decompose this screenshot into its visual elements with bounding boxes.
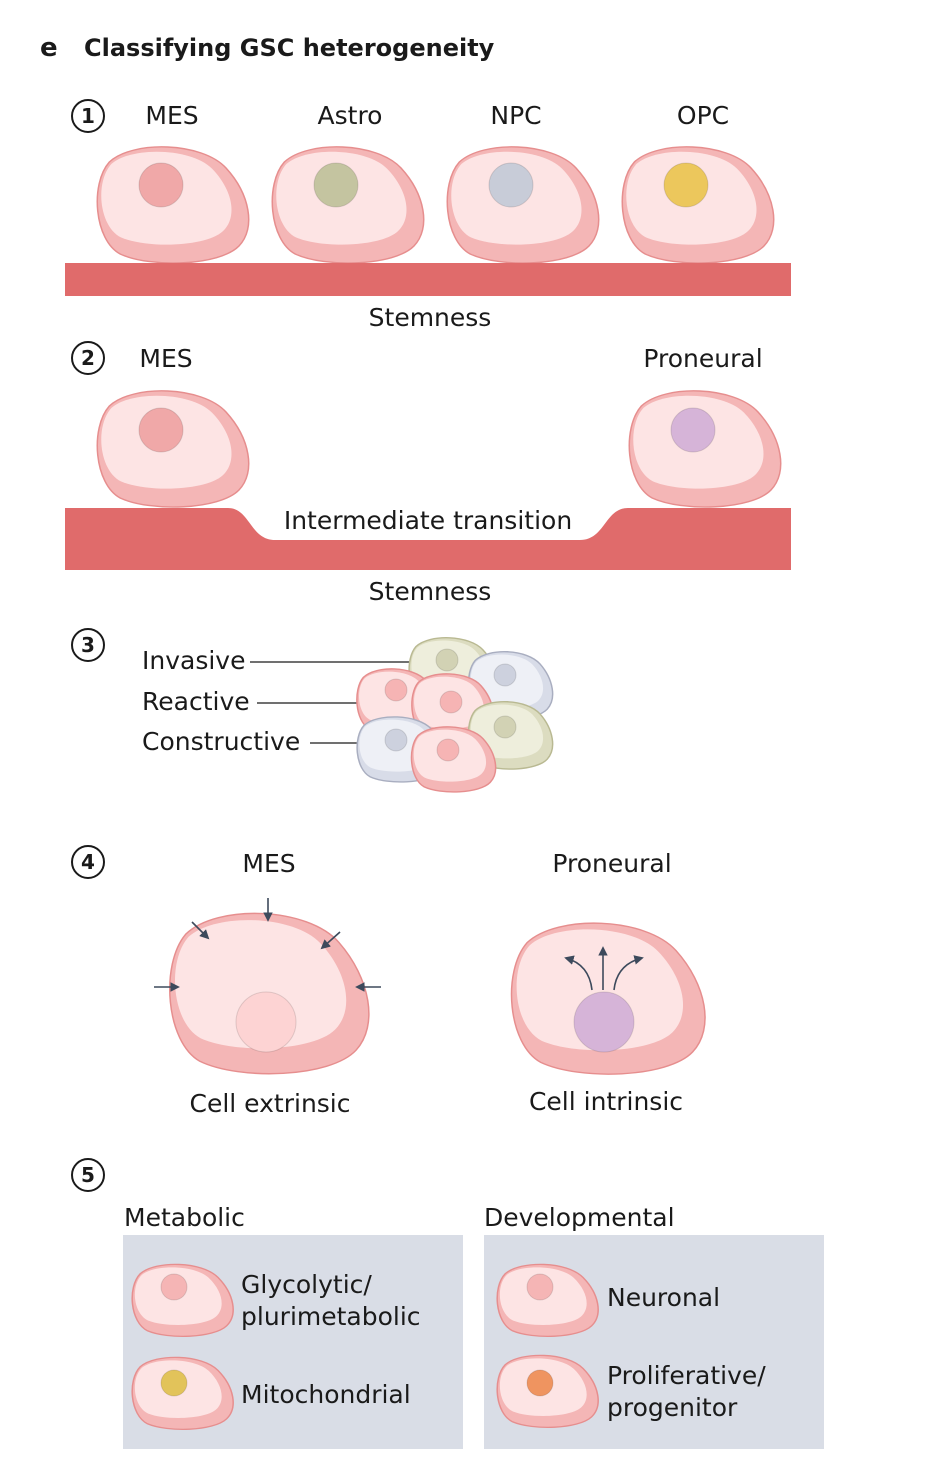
cluster-cell-pink [411, 673, 494, 740]
section-number: 5 [81, 1163, 95, 1187]
cluster-cell-beige [408, 636, 497, 706]
cell-extrinsic [169, 912, 370, 1075]
cell-nucleus [436, 738, 460, 762]
cell-nucleus [138, 407, 184, 453]
extrinsic-arrows [154, 898, 381, 992]
section-number-badge [71, 99, 105, 133]
cell-mitochondrial [131, 1356, 234, 1431]
intrinsic-arrows [564, 946, 644, 991]
panel-title: Classifying GSC heterogeneity [84, 34, 495, 62]
cell-nucleus [493, 663, 517, 687]
section-number-badge [71, 845, 105, 879]
cell-nucleus [160, 1369, 188, 1397]
cell-nucleus [526, 1273, 554, 1301]
stemness-bar [65, 263, 791, 296]
cell-nucleus [160, 1273, 188, 1301]
cell-cluster [356, 636, 554, 793]
label-constructive: Constructive [142, 727, 300, 756]
label-plurimetabolic: plurimetabolic [241, 1302, 421, 1331]
section-4: 4 MES Proneural Cell extrinsic Cell intr… [71, 845, 706, 1118]
developmental-title: Developmental [484, 1203, 675, 1232]
cell-intrinsic-label: Cell intrinsic [529, 1087, 683, 1116]
cell-nucleus [670, 407, 716, 453]
state-label-astro: Astro [318, 101, 383, 130]
cell-nucleus [526, 1369, 554, 1397]
label-glycolytic: Glycolytic/ [241, 1270, 372, 1299]
cell-proneural [628, 390, 782, 508]
section-5: 5 Metabolic Developmental Glycolytic/ pl… [71, 1158, 824, 1449]
cell-nucleus [138, 162, 184, 208]
section-number: 1 [81, 104, 95, 128]
panel-letter: e [40, 33, 58, 63]
label-invasive: Invasive [142, 646, 245, 675]
section-2: 2 MES Proneural Intermediate transition … [65, 341, 791, 606]
arrow-icon [191, 921, 210, 940]
cell-glycolytic [131, 1263, 234, 1338]
cluster-cell-pink [356, 668, 439, 735]
cell-3 [621, 146, 775, 264]
state-label-npc: NPC [490, 101, 541, 130]
intermediate-transition-label: Intermediate transition [284, 506, 572, 535]
state-label-mes: MES [139, 344, 192, 373]
stemness-label: Stemness [369, 577, 492, 606]
label-reactive: Reactive [142, 687, 250, 716]
cell-neuronal [496, 1263, 599, 1338]
section-number-badge [71, 1158, 105, 1192]
cell-2 [446, 146, 600, 264]
cluster-cell-pink [410, 726, 497, 793]
metabolic-title: Metabolic [124, 1203, 245, 1232]
cell-extrinsic-label: Cell extrinsic [190, 1089, 351, 1118]
arrow-icon [564, 955, 593, 991]
cell-nucleus [493, 715, 517, 739]
cell-intrinsic [510, 922, 706, 1075]
cell-nucleus [663, 162, 709, 208]
cell-proliferative [496, 1354, 599, 1429]
cell-nucleus [313, 162, 359, 208]
stemness-label: Stemness [369, 303, 492, 332]
state-label-opc: OPC [677, 101, 729, 130]
cell-nucleus [384, 678, 408, 702]
state-label-mes: MES [145, 101, 198, 130]
cell-nucleus [488, 162, 534, 208]
label-progenitor: progenitor [607, 1393, 738, 1422]
cell-nucleus [439, 690, 463, 714]
cell-nucleus [573, 991, 635, 1053]
section-1: 1 MES Astro NPC OPC Stemness [65, 99, 791, 332]
cell-nucleus [384, 728, 408, 752]
cell-1 [271, 146, 425, 264]
cell-mes [96, 390, 250, 508]
section-number: 4 [81, 850, 95, 874]
section-number-badge [71, 628, 105, 662]
cluster-cell-beige [467, 700, 554, 770]
mes-title: MES [242, 849, 295, 878]
label-proliferative: Proliferative/ [607, 1361, 766, 1390]
cell-0 [96, 146, 250, 264]
section-number-badge [71, 341, 105, 375]
proneural-title: Proneural [552, 849, 671, 878]
cell-nucleus [435, 648, 459, 672]
arrow-icon [613, 955, 644, 991]
cluster-cell-grey [356, 716, 445, 783]
state-label-proneural: Proneural [643, 344, 762, 373]
cell-nucleus [235, 991, 297, 1053]
cluster-cell-grey [467, 650, 554, 720]
label-neuronal: Neuronal [607, 1283, 720, 1312]
stemness-bar-with-dip [65, 508, 791, 570]
label-mitochondrial: Mitochondrial [241, 1380, 411, 1409]
section-number: 3 [81, 633, 95, 657]
section-number: 2 [81, 346, 95, 370]
arrow-icon [320, 931, 341, 950]
section-3: 3 Invasive Reactive Constructive [71, 628, 554, 793]
